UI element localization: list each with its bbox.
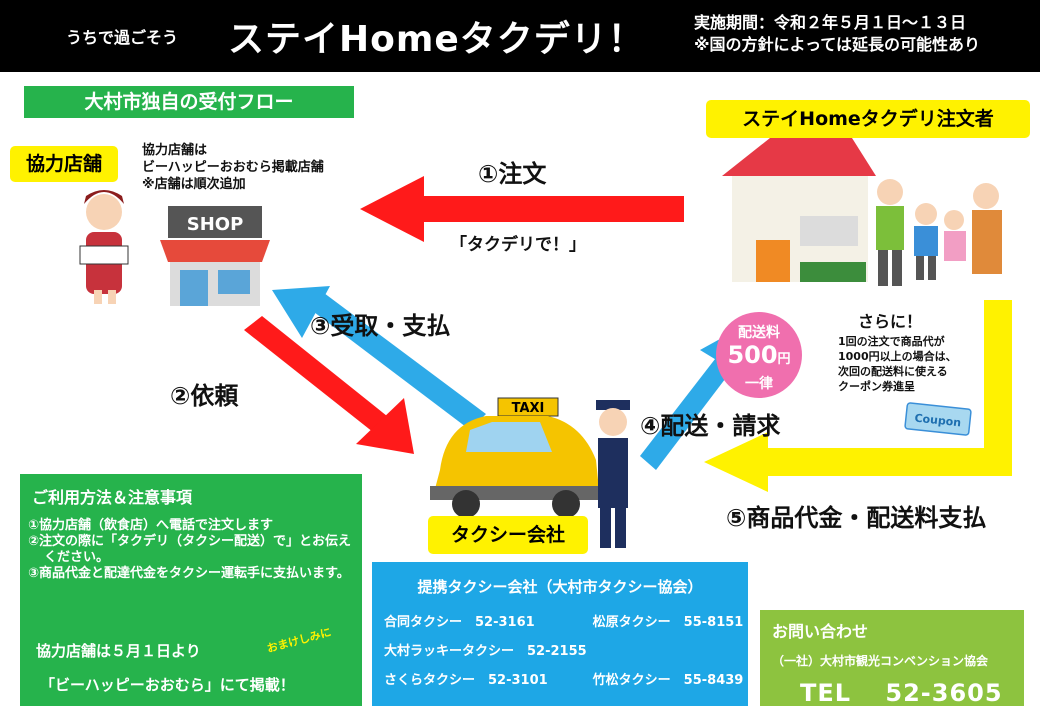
bonus-line: 1回の注文で商品代が xyxy=(838,335,945,348)
usage-item: ①協力店舗（飲食店）へ電話で注文します xyxy=(28,518,274,533)
bonus-title: さらに！ xyxy=(858,312,923,331)
store-note: 協力店舗は ビーハッピーおおむら掲載店舗 ※店舗は順次追加 xyxy=(142,142,324,193)
store-note-line-2: ビーハッピーおおむら掲載店舗 xyxy=(142,160,324,175)
contact-title: お問い合わせ xyxy=(772,622,869,641)
house-illustration xyxy=(722,138,876,282)
fee-amount-line: 500円 xyxy=(716,342,802,373)
taxi-company-row xyxy=(593,640,744,659)
usage-notice-1: 協力店舗は５月１日より xyxy=(36,642,201,660)
store-note-line-1: 協力店舗は xyxy=(142,143,208,158)
delivery-fee-badge: 配送料 500円 一律 xyxy=(716,312,802,398)
taxi-companies-title: 提携タクシー会社（大村市タクシー協会） xyxy=(417,578,703,596)
bonus-line: クーポン券進呈 xyxy=(838,380,915,393)
taxi-driver-illustration xyxy=(596,400,630,548)
step-order-quote: 「タクデリで！」 xyxy=(450,235,586,255)
header-subtitle: うちで過ごそう xyxy=(66,28,179,47)
yellow-arrow-payment xyxy=(704,300,1012,492)
shop-sign-text: SHOP xyxy=(187,214,244,235)
taxi-company-row: さくらタクシー 52-3101 xyxy=(384,673,548,688)
fee-unit: 円 xyxy=(777,352,791,367)
coupon-text: Coupon xyxy=(914,412,962,430)
period-line-2: ※国の方針によっては延長の可能性あり xyxy=(694,35,980,54)
bonus-line: 1000円以上の場合は、 xyxy=(838,350,957,363)
blue-arrow-pickup xyxy=(272,286,486,430)
usage-notice-2: 「ビーハッピーおおむら」にて掲載！ xyxy=(40,676,295,694)
family-illustration xyxy=(876,179,1002,286)
usage-title: ご利用方法＆注意事項 xyxy=(32,488,193,507)
step-request-label: ②依頼 xyxy=(170,382,239,410)
taxi-companies-panel: 提携タクシー会社（大村市タクシー協会） 合同タクシー 52-3161 松原タクシ… xyxy=(372,562,748,706)
store-clerk-illustration xyxy=(79,190,129,304)
taxi-company-row: 合同タクシー 52-3161 xyxy=(384,615,535,630)
fee-amount: 500 xyxy=(727,341,778,369)
period-line-1: 実施期間：令和２年５月１日～１３日 xyxy=(694,13,967,32)
page-title: ステイHomeタクデリ！ xyxy=(228,19,645,60)
contact-tel: TEL 52-3605 xyxy=(800,679,1003,707)
shop-illustration xyxy=(160,206,270,306)
orderer-tag: ステイHomeタクデリ注文者 xyxy=(706,100,1030,138)
step-payment-label: ⑤商品代金・配送料支払 xyxy=(726,504,987,532)
step-delivery-label: ④配送・請求 xyxy=(640,412,781,440)
contact-panel: お問い合わせ （一社）大村市観光コンベンション協会 TEL 52-3605 xyxy=(760,610,1024,707)
fee-flat: 一律 xyxy=(745,376,773,392)
taxi-companies-list: 合同タクシー 52-3161 松原タクシー 55-8151 大村ラッキータクシー… xyxy=(384,611,743,688)
red-arrow-request xyxy=(244,316,414,454)
taxi-company-row: 大村ラッキータクシー 52-2155 xyxy=(384,644,587,659)
taxi-company-tag: タクシー会社 xyxy=(428,516,588,554)
taxi-company-row: 松原タクシー 55-8151 xyxy=(592,615,744,630)
header-bar: うちで過ごそう ステイHomeタクデリ！ 実施期間：令和２年５月１日～１３日 ※… xyxy=(0,0,1040,72)
step-order-label: ①注文 xyxy=(478,160,547,188)
usage-notes-panel: ご利用方法＆注意事項 ①協力店舗（飲食店）へ電話で注文します ②注文の際に「タク… xyxy=(20,474,362,706)
red-arrow-order xyxy=(360,176,684,242)
store-tag: 協力店舗 xyxy=(10,146,118,182)
taxi-sign-text: TAXI xyxy=(512,401,545,416)
usage-list: ①協力店舗（飲食店）へ電話で注文します ②注文の際に「タクデリ（タクシー配送）で… xyxy=(28,518,354,582)
contact-org: （一社）大村市観光コンベンション協会 xyxy=(772,654,989,668)
taxi-illustration xyxy=(430,397,602,518)
fee-label: 配送料 xyxy=(738,325,780,341)
taxi-company-row: 竹松タクシー 55-8439 xyxy=(592,673,744,688)
campaign-period: 実施期間：令和２年５月１日～１３日 ※国の方針によっては延長の可能性あり xyxy=(694,12,980,56)
step-pickup-label: ③受取・支払 xyxy=(310,312,451,340)
store-note-line-3: ※店舗は順次追加 xyxy=(142,177,246,192)
flow-badge: 大村市独自の受付フロー xyxy=(24,86,354,118)
usage-item: ②注文の際に「タクデリ（タクシー配送）で」とお伝えください。 xyxy=(28,534,352,565)
usage-item: ③商品代金と配達代金をタクシー運転手に支払います。 xyxy=(28,566,350,581)
bonus-line: 次回の配送料に使える xyxy=(838,365,948,378)
bonus-text: 1回の注文で商品代が 1000円以上の場合は、 次回の配送料に使える クーポン券… xyxy=(838,334,957,394)
coupon-illustration xyxy=(904,402,972,436)
